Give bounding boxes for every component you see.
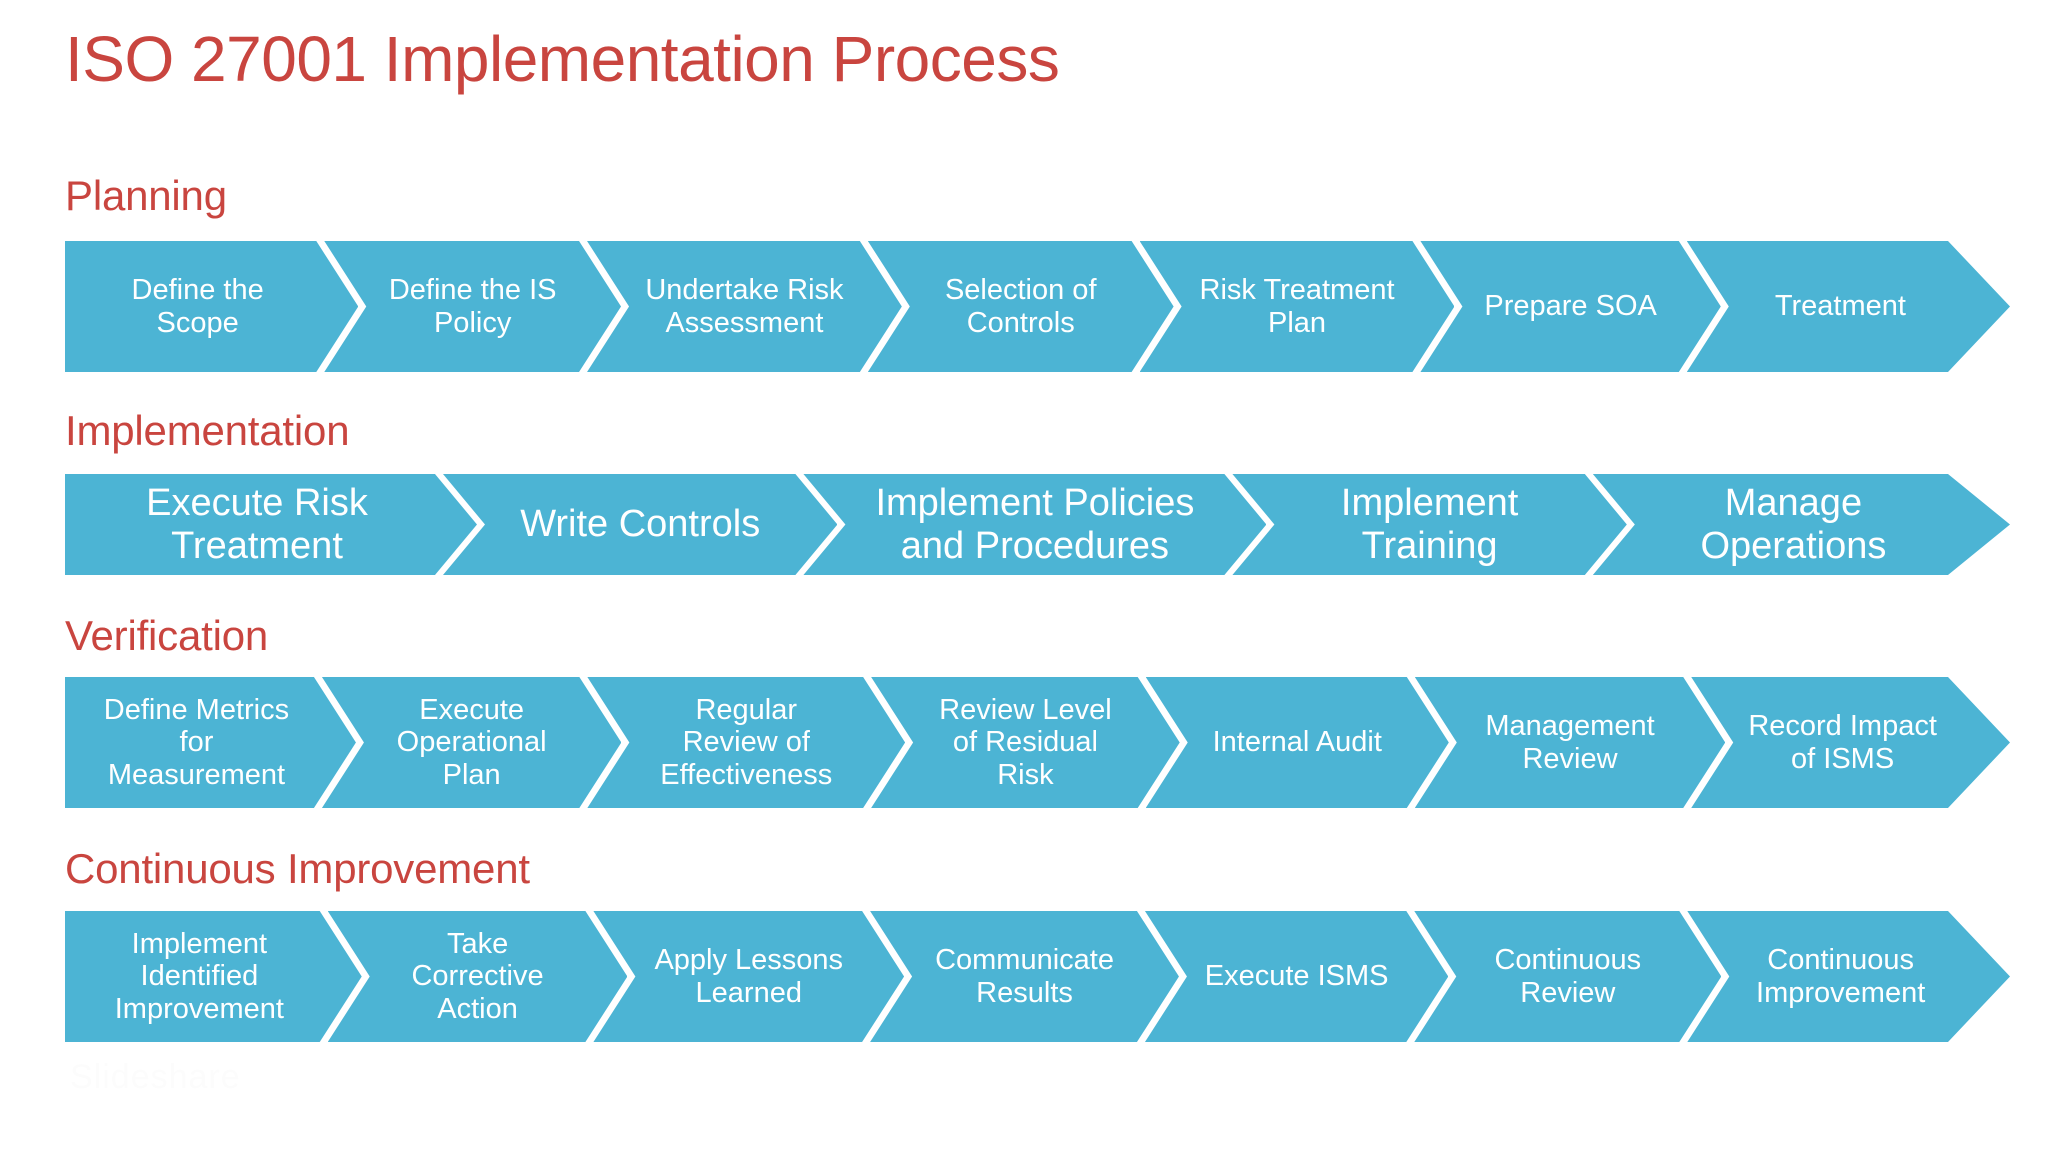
process-step-chevron[interactable]: Apply Lessons Learned xyxy=(593,911,904,1042)
process-step-label: Manage Operations xyxy=(1700,481,1887,567)
chevron-row: Execute Risk Treatment Write Controls Impl… xyxy=(65,474,2010,575)
process-step-chevron[interactable]: Manage Operations xyxy=(1593,474,2010,575)
process-step-label: Management Review xyxy=(1485,710,1655,775)
process-step-label: Regular Review of Effectiveness xyxy=(660,693,833,791)
process-step-label: Implement Training xyxy=(1340,481,1519,567)
process-step-chevron[interactable]: Execute Operational Plan xyxy=(322,677,621,808)
process-step-label: Record Impact of ISMS xyxy=(1748,710,1937,775)
section-heading-planning: Planning xyxy=(65,172,227,219)
section-heading-implementation: Implementation xyxy=(65,407,350,454)
chevron-row: Define the Scope Define the IS Policy Unde… xyxy=(65,241,2010,372)
process-step-chevron[interactable]: Treatment xyxy=(1687,241,2010,372)
process-step-chevron[interactable]: Regular Review of Effectiveness xyxy=(587,677,905,808)
section-heading-continuous-improvement: Continuous Improvement xyxy=(65,845,530,892)
process-step-chevron[interactable]: Internal Audit xyxy=(1146,677,1449,808)
process-step-chevron[interactable]: Undertake Risk Assessment xyxy=(587,241,902,372)
page-title: ISO 27001 Implementation Process xyxy=(65,23,1060,95)
process-step-chevron[interactable]: Management Review xyxy=(1415,677,1725,808)
watermark-text: Slideshare xyxy=(70,1058,241,1096)
process-step-label: Undertake Risk Assessment xyxy=(645,274,844,339)
process-step-label: Risk Treatment Plan xyxy=(1199,274,1395,339)
process-step-label: Communicate Results xyxy=(935,944,1114,1009)
process-step-chevron[interactable]: Prepare SOA xyxy=(1420,241,1720,372)
process-step-chevron[interactable]: Implement Identified Improvement xyxy=(65,911,362,1042)
process-step-label: Define the IS Policy xyxy=(388,274,557,339)
chevron-row: Define Metrics for Measurement Execute Op… xyxy=(65,677,2010,808)
process-step-chevron[interactable]: Implement Policies and Procedures xyxy=(803,474,1266,575)
process-step-chevron[interactable]: Selection of Controls xyxy=(868,241,1174,372)
process-step-label: Internal Audit xyxy=(1212,726,1382,759)
chevron-row: Implement Identified Improvement Take Cor… xyxy=(65,911,2010,1042)
process-step-chevron[interactable]: Continuous Improvement xyxy=(1687,911,2010,1042)
process-step-chevron[interactable]: Define the Scope xyxy=(65,241,358,372)
process-step-chevron[interactable]: Execute Risk Treatment xyxy=(65,474,477,575)
process-step-label: Implement Identified Improvement xyxy=(114,927,284,1025)
process-step-chevron[interactable]: Execute ISMS xyxy=(1145,911,1448,1042)
process-step-label: Execute Risk Treatment xyxy=(146,481,368,567)
process-step-chevron[interactable]: Continuous Review xyxy=(1414,911,1721,1042)
process-step-label: Take Corrective Action xyxy=(411,927,544,1025)
process-step-label: Continuous Improvement xyxy=(1756,944,1926,1009)
process-step-label: Prepare SOA xyxy=(1484,290,1657,323)
process-step-label: Write Controls xyxy=(520,503,761,546)
process-step-chevron[interactable]: Define Metrics for Measurement xyxy=(65,677,356,808)
process-step-label: Apply Lessons Learned xyxy=(654,944,844,1009)
process-step-chevron[interactable]: Communicate Results xyxy=(870,911,1179,1042)
process-step-chevron[interactable]: Record Impact of ISMS xyxy=(1691,677,2010,808)
process-step-chevron[interactable]: Define the IS Policy xyxy=(324,241,621,372)
process-step-label: Selection of Controls xyxy=(944,274,1097,339)
process-step-chevron[interactable]: Review Level of Residual Risk xyxy=(871,677,1180,808)
process-step-label: Define Metrics for Measurement xyxy=(103,693,290,791)
process-step-label: Execute ISMS xyxy=(1204,960,1389,993)
process-step-chevron[interactable]: Implement Training xyxy=(1232,474,1626,575)
process-step-label: Treatment xyxy=(1774,290,1906,323)
process-step-label: Review Level of Residual Risk xyxy=(939,693,1112,791)
section-heading-verification: Verification xyxy=(65,612,269,659)
process-step-chevron[interactable]: Take Corrective Action xyxy=(328,911,628,1042)
process-step-label: Continuous Review xyxy=(1494,944,1642,1009)
process-step-label: Implement Policies and Procedures xyxy=(875,481,1195,567)
process-step-label: Define the Scope xyxy=(131,274,264,339)
process-step-chevron[interactable]: Write Controls xyxy=(443,474,837,575)
process-step-label: Execute Operational Plan xyxy=(396,693,547,791)
process-step-chevron[interactable]: Risk Treatment Plan xyxy=(1140,241,1455,372)
